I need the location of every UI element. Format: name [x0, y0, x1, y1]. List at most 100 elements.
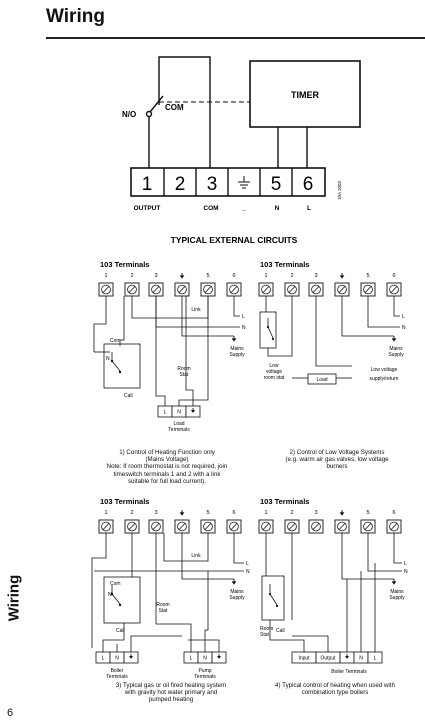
n-bottom-label: N [275, 205, 280, 212]
l-label: L [246, 561, 249, 567]
mains-label: Supply [229, 352, 245, 358]
terminal-label: L [164, 410, 167, 416]
earth-icon [231, 338, 237, 342]
terminal-number: 2 [130, 273, 133, 279]
l-label: L [242, 314, 245, 320]
low-voltage-supply-label: supply/return [370, 376, 399, 382]
terminal-number: 5 [271, 174, 282, 195]
room-stat-box [103, 343, 141, 389]
n-label: N [242, 325, 246, 331]
com-label: Com [110, 581, 121, 587]
call-label: Call [124, 393, 133, 399]
earth-icon [391, 581, 397, 585]
heading-rule [46, 37, 425, 39]
earth-icon [339, 275, 345, 279]
low-voltage-stat-box [259, 311, 277, 349]
dash-label: _ [241, 205, 246, 212]
terminals-title: 103 Terminals [260, 260, 309, 269]
terminal-number: 1 [264, 273, 267, 279]
earth-icon [231, 581, 237, 585]
boiler-terminals-label: Boiler [111, 668, 124, 674]
terminal-number: 2 [290, 273, 293, 279]
terminals-title: 103 Terminals [100, 260, 149, 269]
room-stat-label: Room [156, 602, 169, 608]
terminal-number: 2 [175, 174, 186, 195]
terminal-number: 1 [104, 273, 107, 279]
load-label: Load [316, 377, 327, 383]
terminal-number: 3 [154, 510, 157, 516]
terminal-number: 2 [290, 510, 293, 516]
mains-label: Supply [229, 595, 245, 601]
caption-1: 1) Control of Heating Function only(Main… [106, 449, 228, 485]
terminal-number: 6 [232, 273, 235, 279]
caption-2: 2) Control of Low Voltage Systems(e.g. w… [285, 449, 389, 471]
terminal-label: N [359, 656, 363, 662]
call-label: Call [276, 628, 285, 634]
mains-label: Supply [389, 595, 405, 601]
terminal-number: 6 [232, 510, 235, 516]
earth-icon [344, 656, 350, 659]
load-terminals-label: Load [173, 421, 184, 427]
mains-label: Mains [230, 346, 244, 352]
boiler-terminals-label: Boiler Terminals [331, 669, 367, 675]
room-stat-box [261, 575, 285, 621]
mains-label: Mains [230, 589, 244, 595]
product-code: 10A 1003 [337, 180, 342, 200]
terminals-title: 103 Terminals [260, 497, 309, 506]
l-bottom-label: L [307, 205, 311, 212]
earth-icon [179, 512, 185, 516]
n-label: N [246, 569, 250, 575]
terminal-number: 5 [206, 273, 209, 279]
n-label: N [108, 592, 112, 598]
room-stat-box [103, 576, 141, 624]
terminal-number: 2 [130, 510, 133, 516]
n-label: N [106, 356, 110, 362]
low-voltage-label: Low [269, 363, 279, 369]
terminal-number: 5 [366, 510, 369, 516]
terminal-number: 1 [264, 510, 267, 516]
terminal-label: N [177, 410, 181, 416]
call-label: Call [116, 628, 125, 634]
load-box [307, 373, 337, 385]
earth-icon [190, 410, 196, 413]
earth-icon [179, 275, 185, 279]
room-stat-label: Stat [260, 632, 270, 638]
terminal-label: Output [320, 656, 336, 662]
earth-icon [339, 512, 345, 516]
mains-label: Mains [390, 589, 404, 595]
terminal-label: L [102, 656, 105, 662]
no-label: N/O [122, 110, 136, 119]
com-label: COM [165, 103, 184, 112]
earth-icon [128, 656, 134, 659]
n-label: N [404, 569, 408, 575]
room-stat-label: Room [260, 626, 273, 632]
terminal-label: N [203, 656, 207, 662]
terminals-title: 103 Terminals [100, 497, 149, 506]
terminal-number: 3 [207, 174, 218, 195]
mains-label: Supply [388, 352, 404, 358]
load-terminals-label: Terminals [168, 427, 190, 433]
boiler-terminals-label: Terminals [106, 674, 128, 680]
link-label: Link [191, 307, 201, 313]
room-stat-label: Stat [159, 608, 169, 614]
terminal-label: Input [298, 656, 310, 662]
room-stat-label: Room [177, 366, 190, 372]
l-label: L [404, 561, 407, 567]
terminal-number: 1 [104, 510, 107, 516]
n-label: N [402, 325, 406, 331]
terminal-number: 6 [303, 174, 314, 195]
room-stat-label: Stat [180, 372, 190, 378]
caption-3: 3) Typical gas or oil fired heating syst… [115, 682, 227, 704]
terminal-number: 3 [314, 273, 317, 279]
terminal-number: 1 [142, 174, 153, 195]
caption-4: 4) Typical control of heating when used … [275, 682, 395, 697]
mains-label: Mains [389, 346, 403, 352]
terminal-number: 6 [392, 510, 395, 516]
page-heading: Wiring [46, 6, 105, 27]
l-label: L [402, 314, 405, 320]
earth-icon [238, 176, 250, 189]
